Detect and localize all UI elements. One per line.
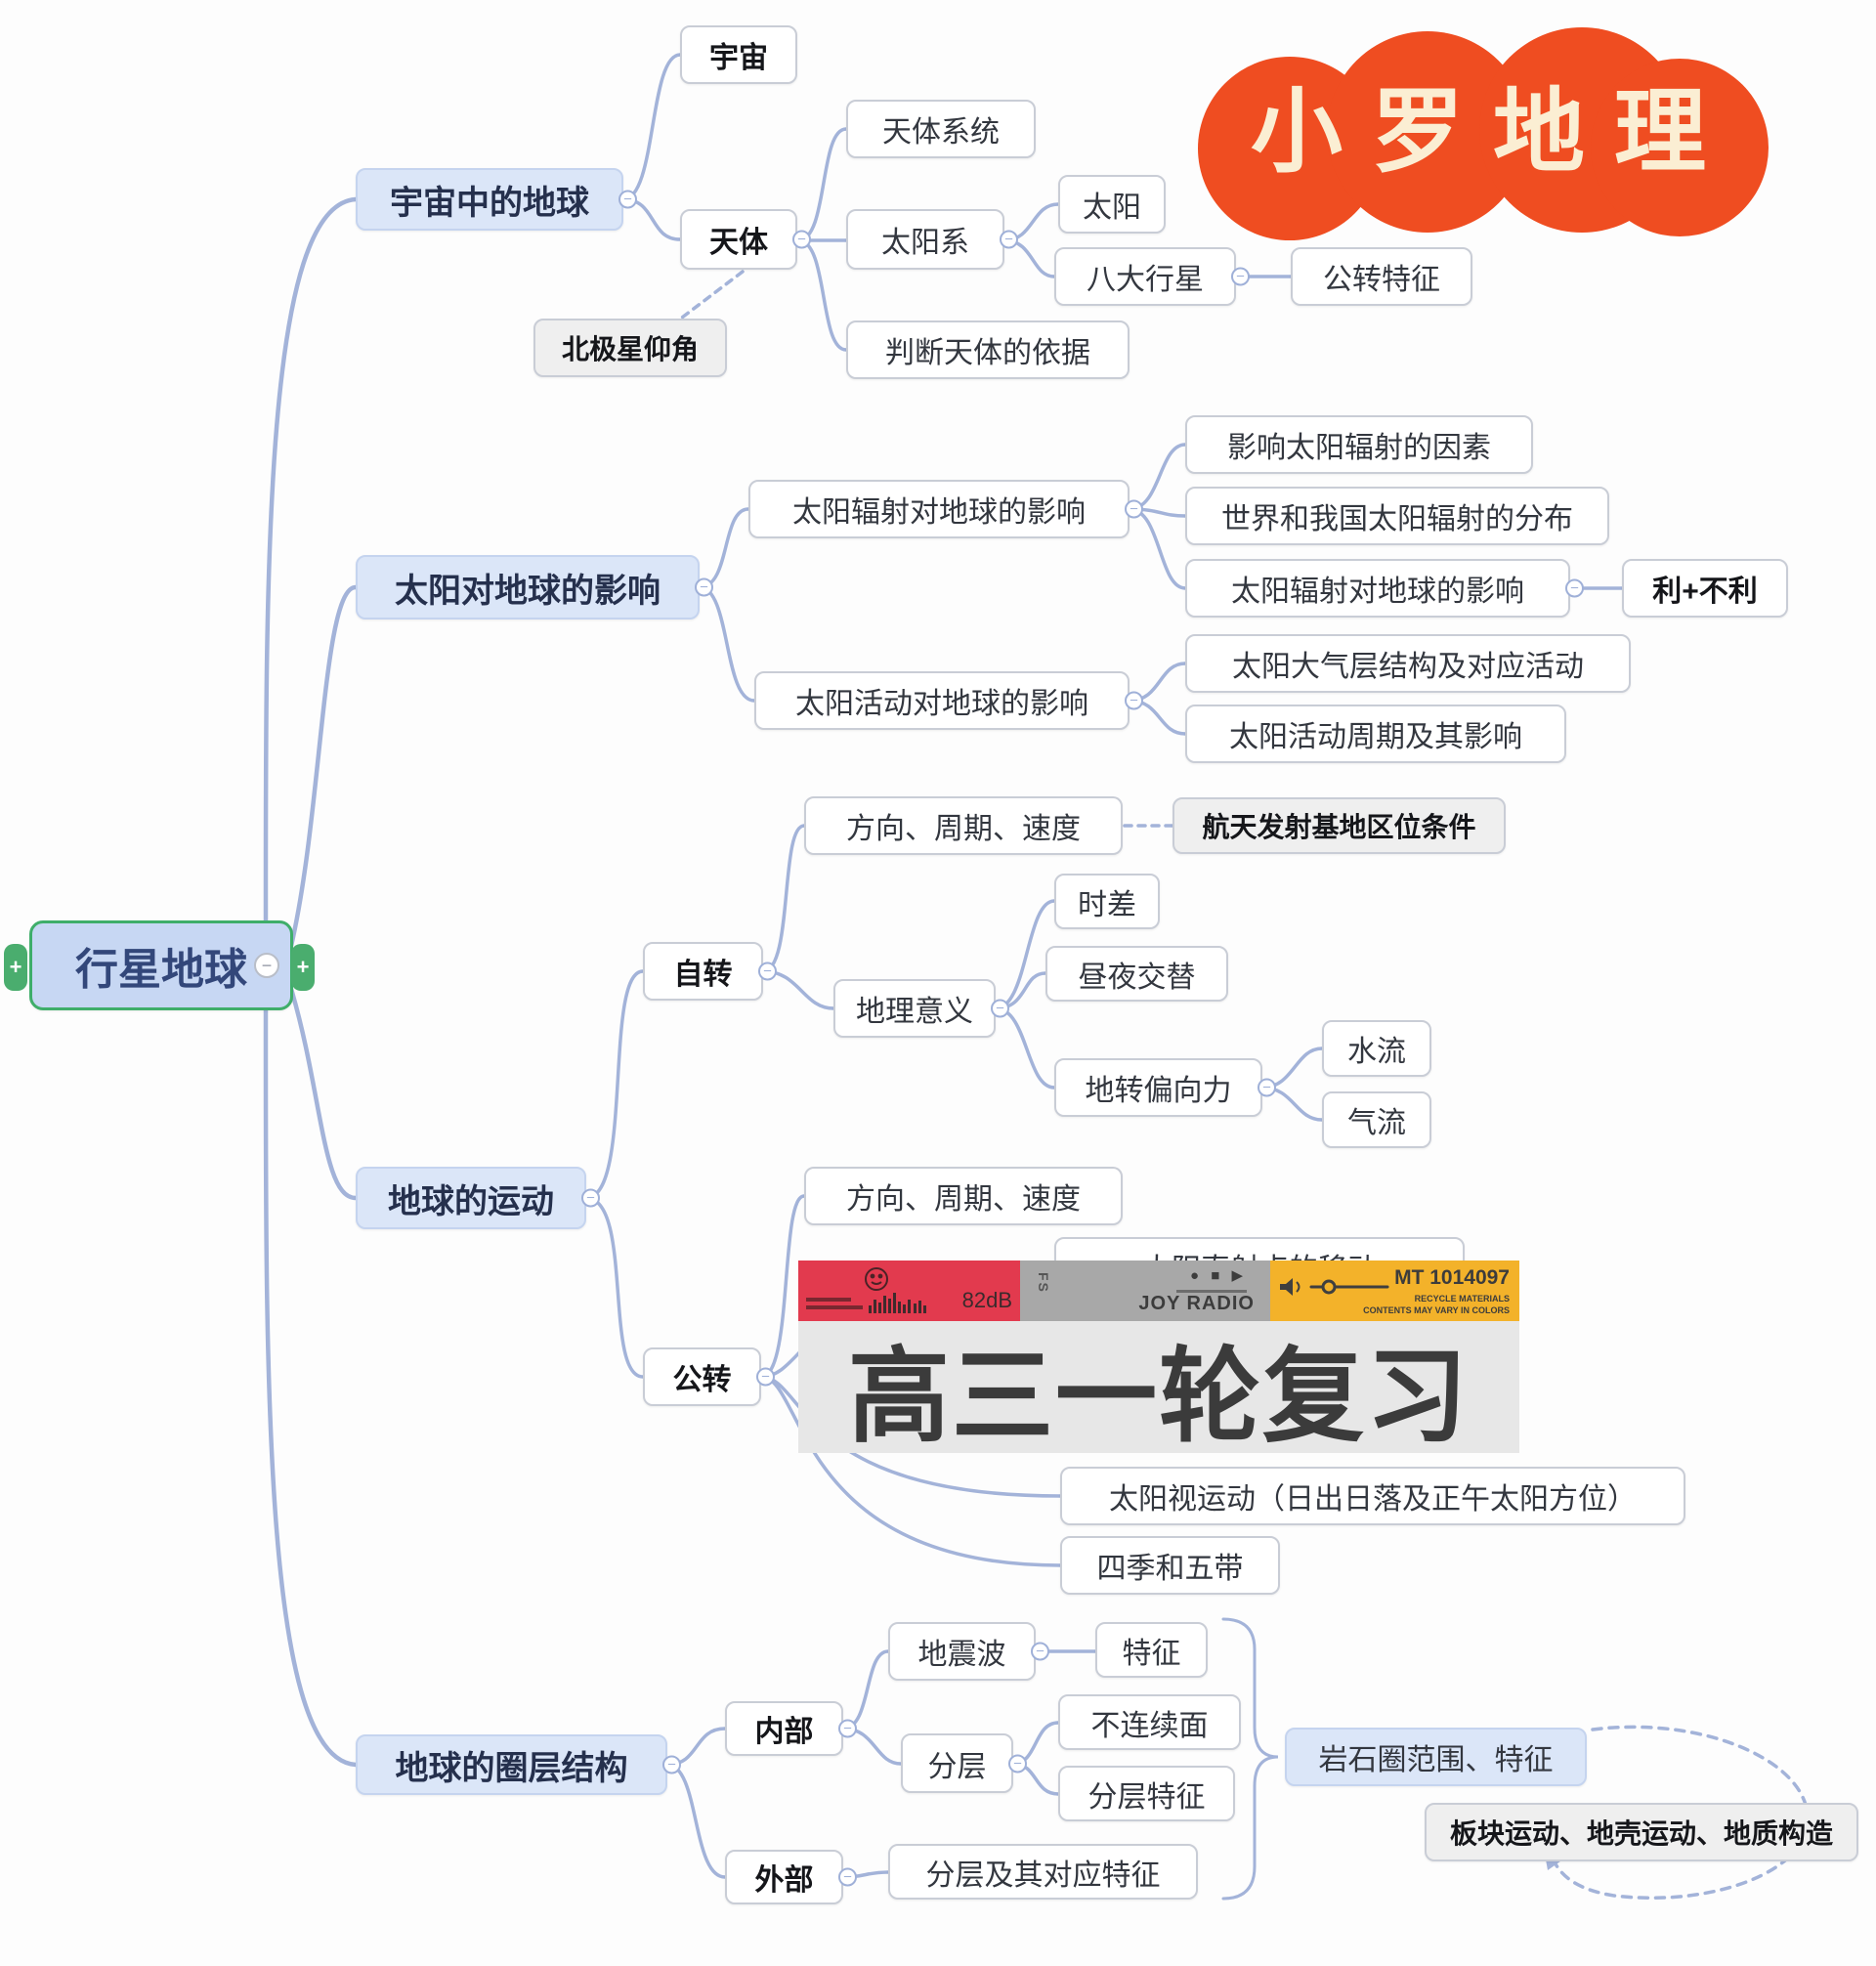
node-solar-atmosphere[interactable]: 太阳大气层结构及对应活动 — [1185, 634, 1631, 693]
node-judging-celestial-bodies[interactable]: 判断天体的依据 — [846, 321, 1130, 379]
node-polaris-elevation[interactable]: 北极星仰角 — [533, 319, 727, 377]
node-eight-planets[interactable]: 八大行星 — [1054, 247, 1236, 306]
badge-label: 小罗地理 — [1250, 80, 1735, 183]
audio-bars-icon — [869, 1293, 926, 1313]
node-layer-characteristics[interactable]: 分层特征 — [1058, 1766, 1235, 1821]
branch-earth-layers[interactable]: 地球的圈层结构 — [356, 1734, 667, 1795]
node-sun[interactable]: 太阳 — [1058, 175, 1166, 234]
node-solar-activity-cycle[interactable]: 太阳活动周期及其影响 — [1185, 705, 1566, 763]
recycle-note: RECYCLE MATERIALS — [1414, 1294, 1510, 1304]
branch-sun-influence[interactable]: 太阳对地球的影响 — [356, 555, 700, 620]
node-celestial-systems[interactable]: 天体系统 — [846, 100, 1036, 158]
banner-title: 高三一轮复习 — [847, 1340, 1470, 1456]
node-solar-activity-influence[interactable]: 太阳活动对地球的影响 — [754, 671, 1130, 730]
node-radiation-factors[interactable]: 影响太阳辐射的因素 — [1185, 415, 1533, 474]
brand-badge: 小罗地理 — [1198, 27, 1769, 240]
volume-slider-icon — [1280, 1278, 1389, 1296]
expand-left-handle[interactable]: + — [4, 944, 27, 991]
node-solar-radiation-influence[interactable]: 太阳辐射对地球的影响 — [748, 480, 1130, 538]
node-pros-cons[interactable]: 利+不利 — [1622, 559, 1788, 618]
banner-gray-segment: FS ● ■ ▶ JOY RADIO — [1020, 1261, 1270, 1321]
node-seismic-waves[interactable]: 地震波 — [888, 1622, 1036, 1681]
decibel-label: 82dB — [961, 1288, 1012, 1312]
node-lithosphere[interactable]: 岩石圈范围、特征 — [1285, 1728, 1587, 1786]
banner-title-panel: 高三一轮复习 — [798, 1321, 1519, 1455]
node-geographic-significance[interactable]: 地理意义 — [833, 979, 996, 1038]
node-revolution[interactable]: 公转 — [643, 1347, 761, 1406]
node-day-night-alternation[interactable]: 昼夜交替 — [1045, 946, 1228, 1002]
node-air-flow[interactable]: 气流 — [1322, 1091, 1431, 1148]
node-external-layers[interactable]: 分层及其对应特征 — [888, 1844, 1198, 1900]
station-label: JOY RADIO — [1138, 1293, 1255, 1314]
node-wave-characteristics[interactable]: 特征 — [1095, 1622, 1208, 1678]
node-apparent-solar-motion[interactable]: 太阳视运动（日出日落及正午太阳方位） — [1060, 1467, 1685, 1525]
fs-logo: FS — [1036, 1272, 1051, 1294]
recycle-note: CONTENTS MAY VARY IN COLORS — [1363, 1305, 1510, 1315]
node-launch-base-conditions[interactable]: 航天发射基地区位条件 — [1172, 797, 1506, 854]
banner-red-segment: 82dB — [798, 1261, 1020, 1321]
node-external[interactable]: 外部 — [725, 1850, 843, 1904]
node-time-difference[interactable]: 时差 — [1054, 874, 1160, 929]
branch-earth-in-universe[interactable]: 宇宙中的地球 — [356, 168, 623, 231]
node-revolution-direction-period-speed[interactable]: 方向、周期、速度 — [804, 1167, 1123, 1225]
playback-icons: ● ■ ▶ — [1190, 1267, 1247, 1284]
node-celestial-body[interactable]: 天体 — [680, 209, 797, 270]
node-rotation[interactable]: 自转 — [643, 942, 763, 1001]
node-rotation-direction-period-speed[interactable]: 方向、周期、速度 — [804, 796, 1123, 855]
fine-print-line — [806, 1298, 851, 1302]
node-radiation-influence-detail[interactable]: 太阳辐射对地球的影响 — [1185, 559, 1570, 618]
node-solar-system[interactable]: 太阳系 — [846, 209, 1004, 270]
badge-cloud-circle — [1591, 59, 1769, 236]
smiley-icon — [865, 1267, 888, 1291]
expand-right-handle[interactable]: + — [291, 944, 315, 991]
node-orbital-characteristics[interactable]: 公转特征 — [1291, 247, 1472, 306]
node-discontinuities[interactable]: 不连续面 — [1058, 1694, 1241, 1750]
node-plate-movement[interactable]: 板块运动、地壳运动、地质构造 — [1425, 1803, 1858, 1861]
banner-yellow-segment: MT 1014097 RECYCLE MATERIALS CONTENTS MA… — [1270, 1261, 1519, 1321]
collapse-handle[interactable]: − — [254, 953, 279, 978]
fine-print-line — [806, 1305, 863, 1309]
node-water-flow[interactable]: 水流 — [1322, 1020, 1431, 1077]
watermark-banner: 82dB FS ● ■ ▶ JOY RADIO MT 1014097 RECYC… — [798, 1261, 1519, 1455]
node-layering[interactable]: 分层 — [901, 1733, 1013, 1793]
fine-print-line — [1176, 1290, 1247, 1293]
model-number: MT 1014097 — [1394, 1266, 1510, 1289]
node-radiation-distribution[interactable]: 世界和我国太阳辐射的分布 — [1185, 487, 1609, 545]
node-universe[interactable]: 宇宙 — [680, 25, 797, 84]
node-coriolis-force[interactable]: 地转偏向力 — [1054, 1058, 1262, 1117]
node-seasons-zones[interactable]: 四季和五带 — [1060, 1536, 1280, 1595]
branch-earth-movement[interactable]: 地球的运动 — [356, 1167, 586, 1229]
root-node[interactable]: 行星地球 — [29, 920, 293, 1010]
node-internal[interactable]: 内部 — [725, 1701, 843, 1756]
